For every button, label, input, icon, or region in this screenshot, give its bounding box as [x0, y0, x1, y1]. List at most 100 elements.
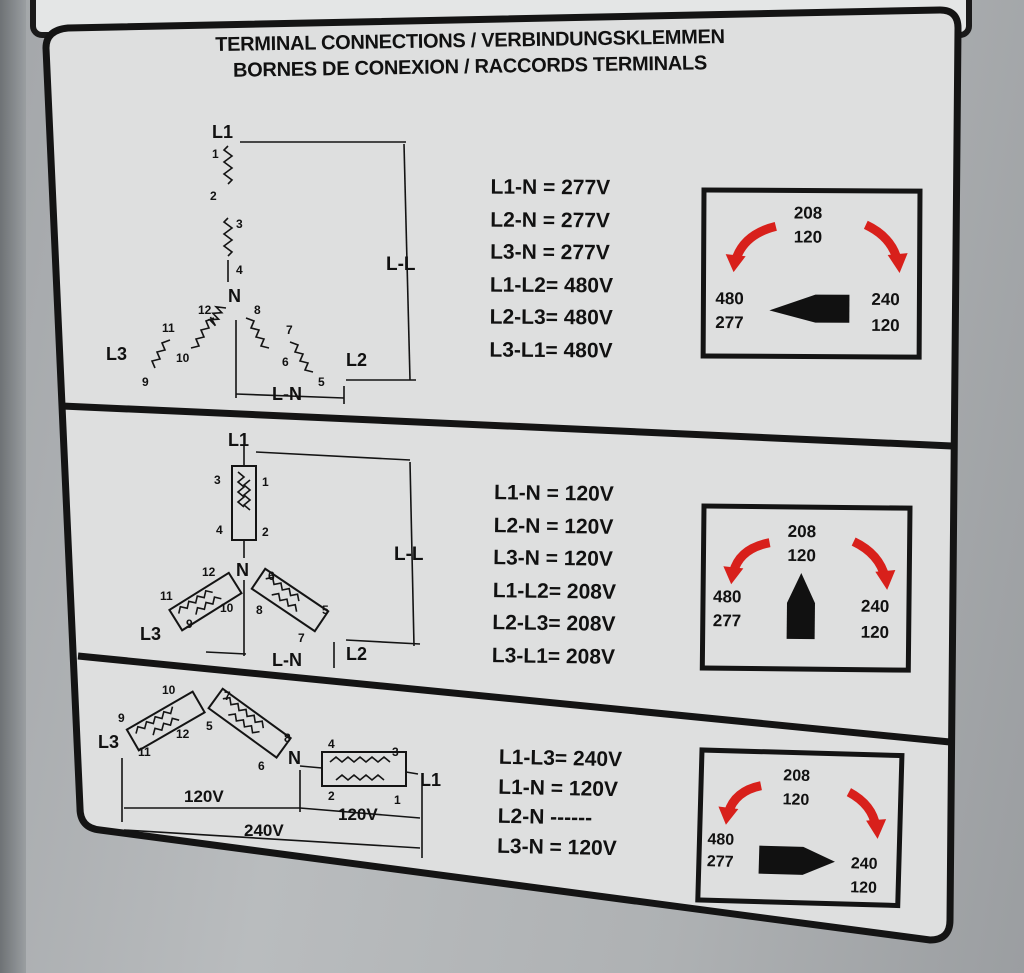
svg-text:277: 277 [707, 853, 734, 871]
svg-text:120: 120 [871, 316, 899, 335]
voltage-line: L3-L1= 480V [489, 338, 613, 362]
voltage-line: L1-L2= 208V [492, 578, 617, 604]
svg-text:2: 2 [328, 789, 335, 803]
svg-text:9: 9 [118, 711, 125, 725]
svg-text:8: 8 [284, 731, 291, 745]
svg-text:1: 1 [212, 147, 219, 161]
svg-text:9: 9 [186, 617, 193, 631]
svg-text:5: 5 [322, 603, 329, 617]
svg-text:4: 4 [328, 737, 335, 751]
voltage-line: L2-N = 277V [490, 208, 611, 232]
svg-text:7: 7 [298, 631, 305, 645]
label-LN: L-N [272, 384, 302, 404]
svg-text:6: 6 [258, 759, 265, 773]
voltage-line: L1-L2= 480V [489, 273, 614, 297]
arrow-right-head-icon [887, 253, 908, 274]
label-LL: L-L [386, 254, 416, 275]
svg-text:10: 10 [176, 351, 190, 365]
svg-text:11: 11 [162, 321, 175, 335]
wye-diagram-208v [168, 446, 421, 668]
wye-diagram-480v [150, 141, 416, 404]
svg-text:120: 120 [861, 623, 890, 642]
svg-text:240: 240 [851, 855, 878, 873]
voltage-line: L2-N ------ [497, 804, 593, 830]
svg-text:1: 1 [394, 793, 401, 807]
svg-text:9: 9 [142, 375, 149, 389]
svg-text:3: 3 [214, 473, 221, 487]
svg-text:208: 208 [783, 767, 810, 785]
svg-text:L2: L2 [346, 644, 367, 664]
voltage-line: L1-N = 120V [493, 481, 614, 506]
svg-text:L-L: L-L [394, 544, 424, 565]
svg-text:6: 6 [282, 355, 289, 369]
svg-text:4: 4 [216, 523, 223, 537]
svg-text:5: 5 [318, 375, 325, 389]
svg-text:7: 7 [286, 323, 293, 337]
divider-1 [61, 402, 953, 450]
svg-text:L3: L3 [140, 624, 161, 644]
svg-text:11: 11 [138, 745, 151, 759]
divider-2 [77, 652, 951, 746]
enclosure-edge [0, 0, 26, 973]
voltage-line: L2-N = 120V [493, 513, 614, 539]
svg-text:L1: L1 [420, 770, 441, 790]
svg-text:120: 120 [787, 546, 816, 565]
voltage-line: L3-L1= 208V [491, 643, 616, 669]
svg-text:2: 2 [210, 189, 217, 203]
svg-text:10: 10 [162, 683, 176, 697]
voltage-list-480v: L1-N = 277V L2-N = 277V L3-N = 277V L1-L… [489, 172, 614, 368]
svg-text:L3: L3 [98, 732, 119, 752]
svg-text:277: 277 [713, 611, 742, 630]
svg-text:N: N [236, 560, 249, 580]
dial-pointer-left-icon [769, 294, 850, 323]
svg-text:5: 5 [206, 719, 213, 733]
svg-text:240: 240 [861, 597, 890, 616]
svg-text:1: 1 [262, 475, 269, 489]
svg-text:120: 120 [850, 879, 877, 897]
svg-text:3: 3 [392, 745, 399, 759]
svg-text:120V: 120V [184, 787, 224, 806]
svg-text:208: 208 [788, 522, 817, 541]
svg-text:120V: 120V [338, 805, 378, 824]
dial-pointer-up-icon [786, 573, 815, 640]
svg-text:208: 208 [794, 203, 822, 222]
svg-text:120: 120 [794, 227, 822, 246]
label-N: N [228, 286, 241, 306]
svg-text:12: 12 [198, 303, 212, 317]
voltage-line: L3-N = 277V [490, 240, 610, 265]
svg-text:6: 6 [268, 569, 275, 583]
dial-box-1: 208 120 480 277 240 120 [700, 187, 923, 360]
svg-text:2: 2 [262, 525, 269, 539]
label-L2: L2 [346, 350, 367, 370]
svg-text:12: 12 [202, 565, 216, 579]
svg-text:8: 8 [256, 603, 263, 617]
label-L3: L3 [106, 344, 127, 364]
voltage-line: L1-L3= 240V [498, 745, 623, 772]
svg-text:480: 480 [715, 289, 743, 308]
voltage-line: L2-L3= 480V [489, 305, 613, 330]
dial-box-2: 208 120 480 277 240 120 [699, 503, 913, 673]
voltage-line: L3-N = 120V [493, 546, 614, 571]
svg-text:4: 4 [236, 263, 243, 277]
svg-text:3: 3 [236, 217, 243, 231]
svg-text:7: 7 [224, 689, 231, 703]
voltage-line: L3-N = 120V [496, 834, 617, 860]
voltage-list-240v: L1-L3= 240V L1-N = 120V L2-N ------ L3-N… [497, 743, 623, 864]
svg-text:480: 480 [713, 587, 742, 606]
svg-text:L-N: L-N [272, 650, 302, 670]
voltage-list-208v: L1-N = 120V L2-N = 120V L3-N = 120V L1-L… [492, 477, 618, 674]
split-phase-diagram-240v [121, 687, 423, 858]
svg-text:8: 8 [254, 303, 261, 317]
svg-text:277: 277 [715, 313, 743, 332]
svg-text:L1: L1 [228, 430, 249, 450]
dial-box-3: 208 120 480 277 240 120 [695, 747, 905, 909]
svg-text:480: 480 [707, 831, 734, 849]
dial-pointer-right-icon [758, 845, 835, 875]
voltage-line: L2-L3= 208V [492, 611, 616, 636]
svg-text:12: 12 [176, 727, 190, 741]
svg-text:10: 10 [220, 601, 234, 615]
voltage-line: L1-N = 277V [490, 175, 611, 200]
svg-text:240V: 240V [244, 821, 284, 840]
arrow-left-head-icon [725, 254, 746, 273]
